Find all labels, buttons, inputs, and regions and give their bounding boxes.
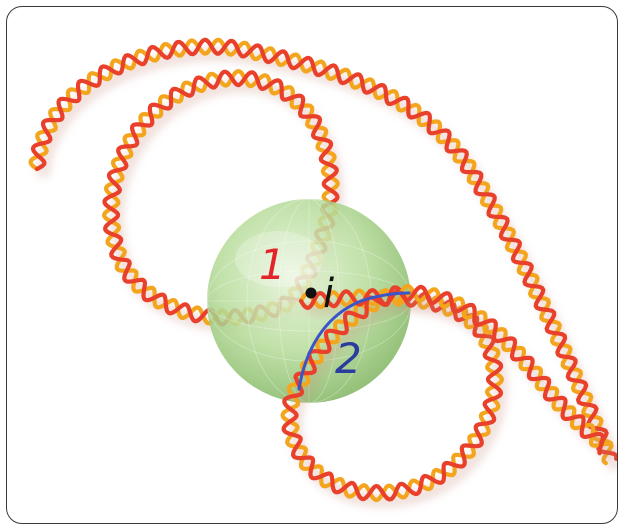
point-i-label: i bbox=[323, 271, 334, 317]
center-point-dot bbox=[306, 288, 317, 299]
figure-frame: 1 i 2 bbox=[6, 6, 618, 524]
region-two-label: 2 bbox=[335, 334, 362, 383]
region-one-label: 1 bbox=[259, 240, 286, 289]
dna-loop-diagram: 1 i 2 bbox=[7, 7, 618, 524]
